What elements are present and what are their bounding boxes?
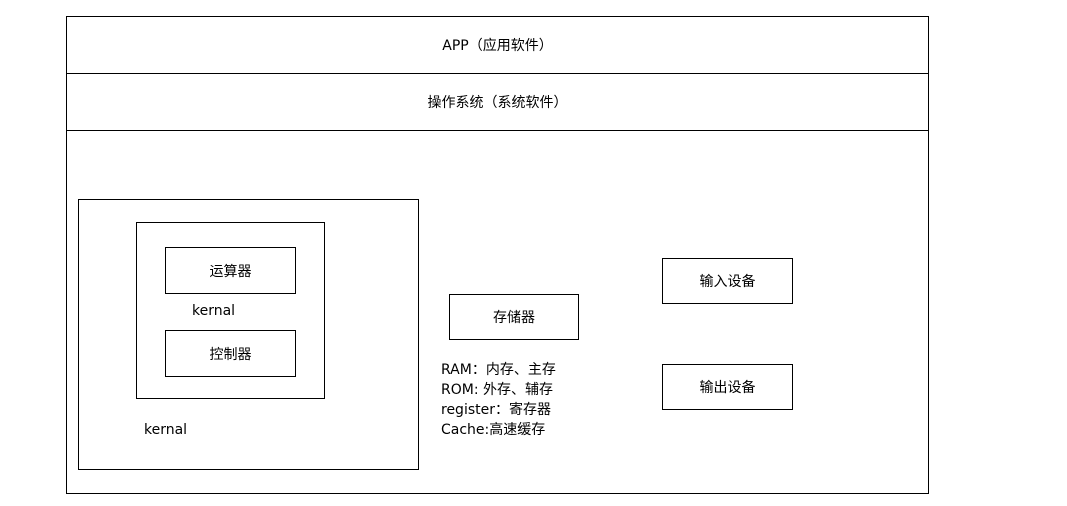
os-layer-box: 操作系统（系统软件） bbox=[66, 73, 929, 131]
memory-box: 存储器 bbox=[449, 294, 579, 340]
memory-legend-ram: RAM：内存、主存 bbox=[441, 362, 556, 378]
input-device-label: 输入设备 bbox=[699, 274, 756, 290]
controller-label: 控制器 bbox=[209, 346, 252, 363]
alu-box: 运算器 bbox=[165, 247, 296, 294]
alu-label: 运算器 bbox=[209, 263, 252, 280]
output-device-label: 输出设备 bbox=[699, 380, 756, 396]
memory-legend-cache: Cache:高速缓存 bbox=[441, 422, 546, 438]
os-layer-label: 操作系统（系统软件） bbox=[427, 95, 568, 111]
outer-kernel-label: kernal bbox=[144, 422, 188, 438]
memory-label: 存储器 bbox=[493, 310, 535, 326]
app-layer-box: APP（应用软件） bbox=[66, 16, 929, 74]
inner-kernel-label: kernal bbox=[192, 303, 236, 319]
memory-legend-rom: ROM: 外存、辅存 bbox=[441, 382, 553, 398]
controller-box: 控制器 bbox=[165, 330, 296, 377]
memory-legend-register: register：寄存器 bbox=[441, 402, 551, 418]
output-device-box: 输出设备 bbox=[662, 364, 793, 410]
input-device-box: 输入设备 bbox=[662, 258, 793, 304]
app-layer-label: APP（应用软件） bbox=[442, 38, 553, 54]
memory-legend: RAM：内存、主存 ROM: 外存、辅存 register：寄存器 Cache:… bbox=[441, 360, 556, 440]
